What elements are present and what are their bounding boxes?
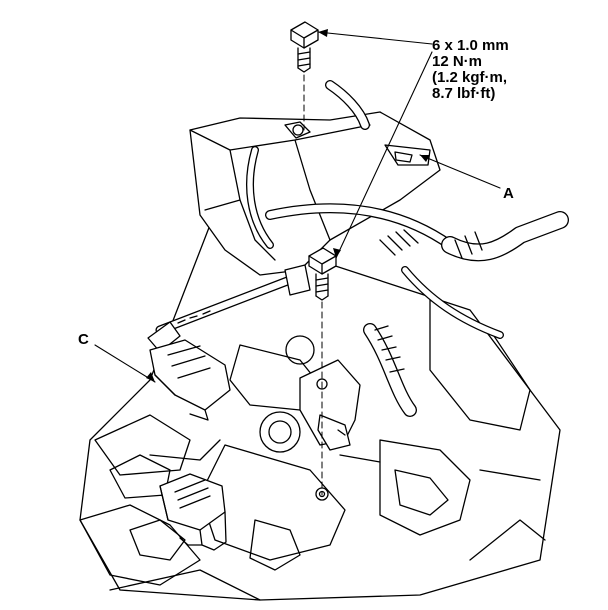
spec-line-3: (1.2 kgf·m, — [432, 69, 507, 86]
spec-line-1: 6 x 1.0 mm — [432, 37, 509, 54]
connector-c — [147, 264, 311, 421]
callout-c: C — [78, 331, 89, 348]
spec-line-4: 8.7 lbf·ft) — [432, 85, 495, 102]
leader-lines — [94, 31, 501, 383]
wire-harness — [246, 80, 569, 417]
harness-bracket — [299, 359, 361, 451]
callout-a: A — [503, 185, 514, 202]
spec-line-2: 12 N·m — [432, 53, 482, 70]
lower-connector — [159, 473, 227, 551]
solenoid-housing — [189, 111, 441, 276]
alignment-lines — [303, 74, 323, 496]
upper-bolt — [290, 21, 319, 73]
lower-bolt — [308, 247, 337, 301]
